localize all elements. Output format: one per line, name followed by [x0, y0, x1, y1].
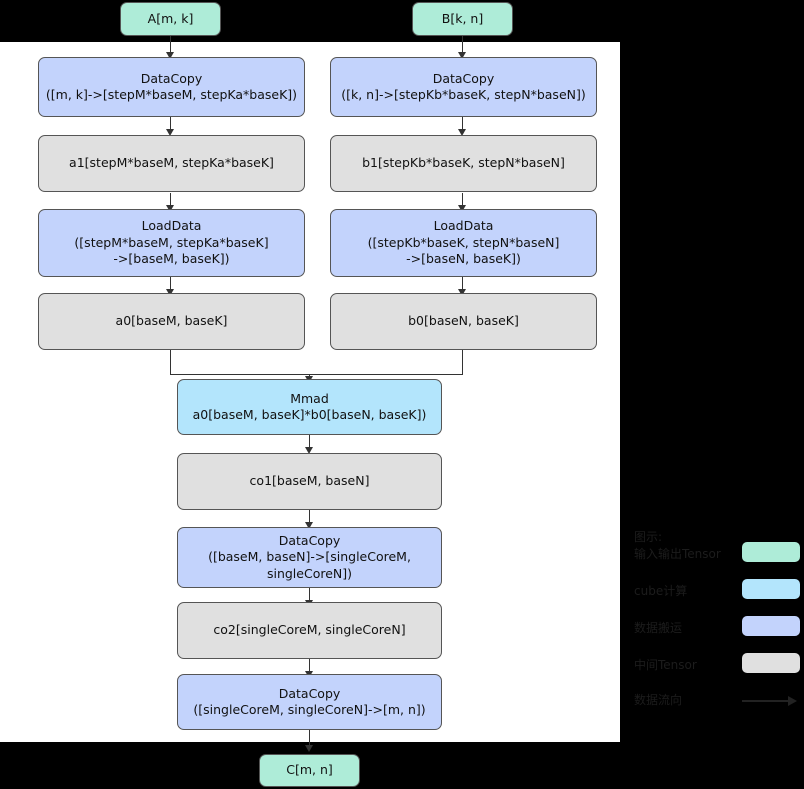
legend-item-data-flow: 数据流向 [634, 688, 799, 710]
legend-item-io-tensor: 输入输出Tensor [634, 542, 800, 564]
legend-swatch-data-move [742, 616, 800, 636]
edge-loaddata-a-to-a0 [170, 277, 171, 292]
edge-datacopy-to-co2 [309, 588, 310, 603]
edge-a1-to-loaddata-a [170, 193, 171, 208]
node-c-output[interactable]: C[m, n] [259, 754, 360, 787]
edge-datacopy-a-to-a1 [170, 116, 171, 132]
legend-label-cube-compute: cube计算 [634, 584, 688, 598]
node-a1[interactable]: a1[stepM*baseM, stepKa*baseK] [38, 135, 305, 192]
arrowhead-mmad-to-co1 [305, 447, 313, 454]
legend-swatch-cube-compute [742, 579, 800, 599]
legend-swatch-io-tensor [742, 542, 800, 562]
arrowhead-loaddata-a-to-a0 [166, 289, 174, 296]
legend-label-data-move: 数据搬运 [634, 621, 683, 635]
edge-loaddata-b-to-b0 [462, 277, 463, 292]
node-datacopy-co2[interactable]: DataCopy ([singleCoreM, singleCoreN]->[m… [177, 674, 442, 730]
arrowhead-datacopy-a-to-a1 [166, 129, 174, 136]
legend-arrow-icon [742, 696, 800, 706]
edge-b-to-datacopy-b [462, 36, 463, 54]
edge-datacopy-to-c [309, 730, 310, 748]
node-b1[interactable]: b1[stepKb*baseK, stepN*baseN] [330, 135, 597, 192]
node-b0[interactable]: b0[baseN, baseK] [330, 293, 597, 350]
node-datacopy-co1[interactable]: DataCopy ([baseM, baseN]->[singleCoreM, … [177, 527, 442, 588]
edge-b0-across [309, 374, 463, 375]
legend-arrow-head [788, 696, 797, 706]
edge-b0-drop [462, 350, 463, 375]
arrowhead-a-to-datacopy-a [166, 52, 174, 59]
legend-label-data-flow: 数据流向 [634, 693, 683, 707]
node-b-input[interactable]: B[k, n] [412, 2, 513, 36]
edge-datacopy-b-to-b1 [462, 116, 463, 132]
node-datacopy-b[interactable]: DataCopy ([k, n]->[stepKb*baseK, stepN*b… [330, 57, 597, 117]
legend-label-intermediate-tensor: 中间Tensor [634, 658, 697, 672]
node-mmad[interactable]: Mmad a0[baseM, baseK]*b0[baseN, baseK]) [177, 379, 442, 435]
node-datacopy-a[interactable]: DataCopy ([m, k]->[stepM*baseM, stepKa*b… [38, 57, 305, 117]
legend-title: 图示: [634, 530, 663, 544]
node-loaddata-a[interactable]: LoadData ([stepM*baseM, stepKa*baseK] ->… [38, 209, 305, 277]
legend-item-data-move: 数据搬运 [634, 616, 800, 638]
edge-a0-across [170, 374, 309, 375]
node-a-input[interactable]: A[m, k] [120, 2, 221, 36]
edge-co2-to-datacopy [309, 659, 310, 674]
legend-arrow-line [742, 700, 790, 702]
node-co1[interactable]: co1[baseM, baseN] [177, 453, 442, 510]
arrowhead-b1-to-loaddata-b [458, 205, 466, 212]
legend-item-cube-compute: cube计算 [634, 579, 800, 601]
arrowhead-a1-to-loaddata-a [166, 205, 174, 212]
edge-mmad-to-co1 [309, 435, 310, 450]
edge-b1-to-loaddata-b [462, 193, 463, 208]
node-a0[interactable]: a0[baseM, baseK] [38, 293, 305, 350]
legend-label-io-tensor: 输入输出Tensor [634, 547, 721, 561]
arrowhead-datacopy-to-c [305, 745, 313, 752]
arrowhead-loaddata-b-to-b0 [458, 289, 466, 296]
arrowhead-b-to-datacopy-b [458, 52, 466, 59]
arrowhead-co1-to-datacopy [305, 522, 313, 529]
legend-swatch-intermediate-tensor [742, 653, 800, 673]
edge-co1-to-datacopy [309, 510, 310, 525]
edge-a0-drop [170, 350, 171, 375]
node-co2[interactable]: co2[singleCoreM, singleCoreN] [177, 602, 442, 659]
node-loaddata-b[interactable]: LoadData ([stepKb*baseK, stepN*baseN] ->… [330, 209, 597, 277]
arrowhead-datacopy-b-to-b1 [458, 129, 466, 136]
edge-a-to-datacopy-a [170, 36, 171, 54]
legend: 图示: 输入输出Tensor cube计算 数据搬运 中间Tensor 数据流向 [634, 528, 800, 718]
legend-item-intermediate-tensor: 中间Tensor [634, 653, 800, 675]
